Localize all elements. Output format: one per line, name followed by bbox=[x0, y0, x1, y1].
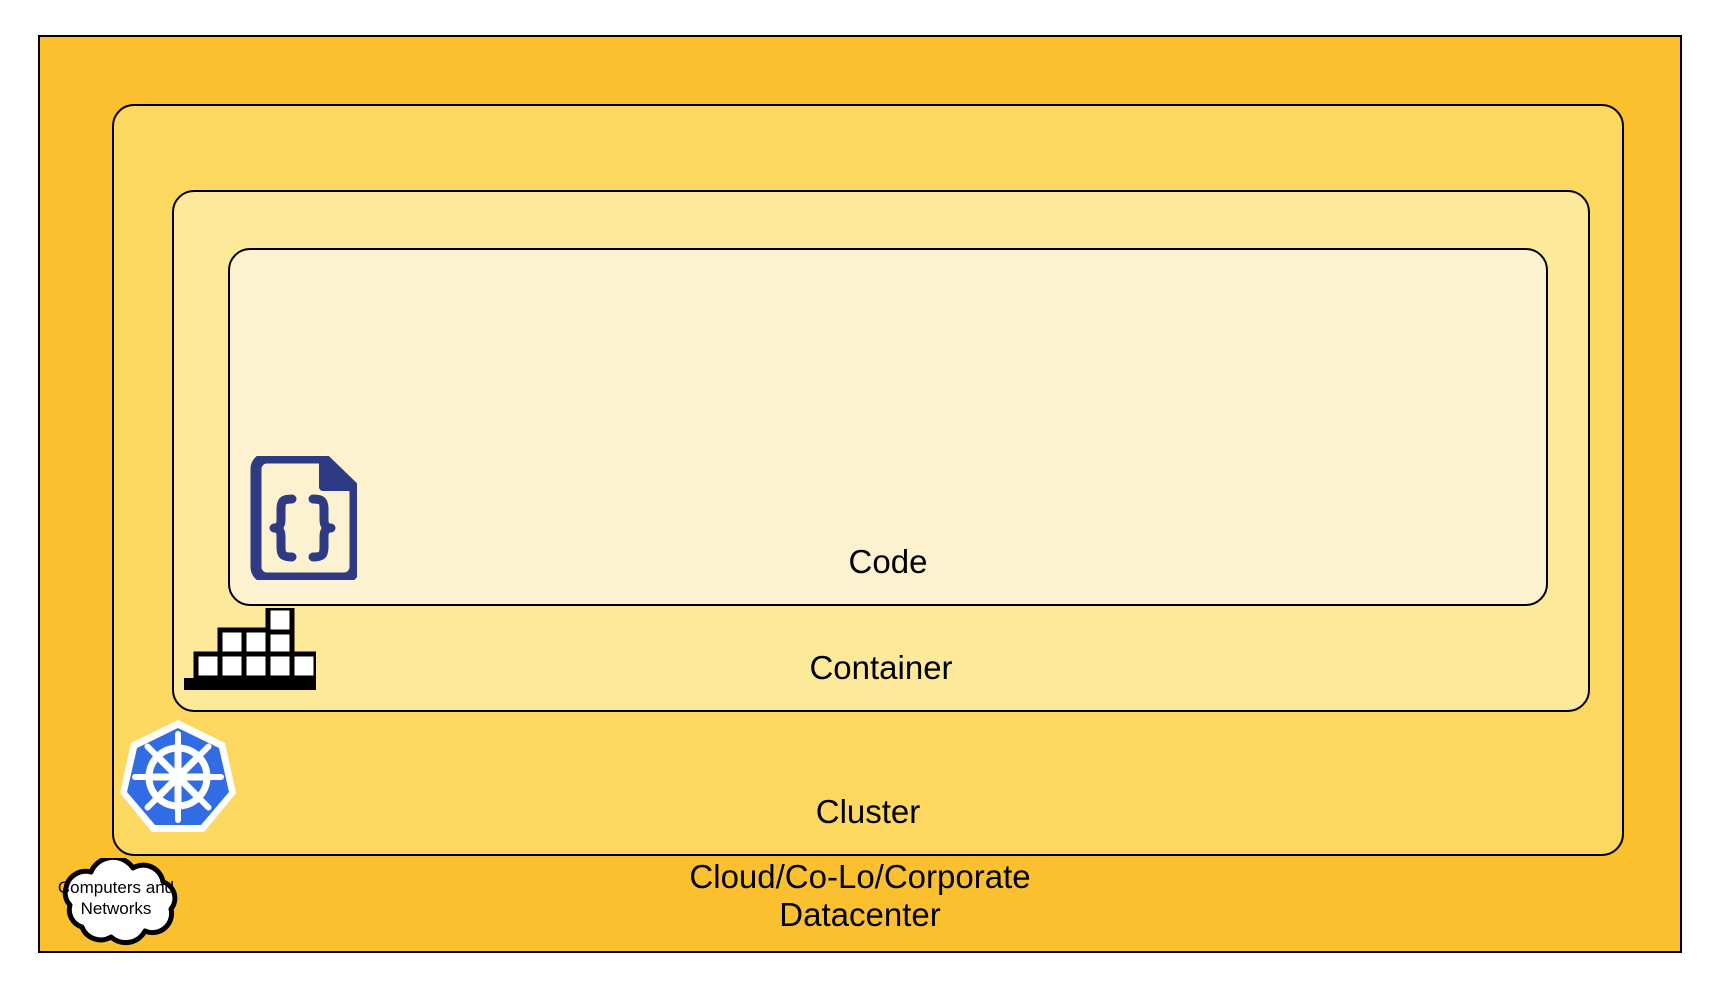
layer-datacenter-label: Cloud/Co-Lo/Corporate Datacenter bbox=[689, 857, 1031, 934]
kubernetes-helm-wheel-icon bbox=[120, 720, 236, 832]
stacked-blocks-icon bbox=[184, 608, 316, 690]
layer-container[interactable]: Container Code bbox=[172, 190, 1590, 712]
layer-datacenter[interactable]: Cloud/Co-Lo/Corporate Datacenter Cluster… bbox=[38, 35, 1682, 953]
cloud-computers-networks-shape bbox=[62, 858, 178, 946]
layer-code[interactable]: Code bbox=[228, 248, 1548, 606]
layer-container-label: Container bbox=[809, 649, 953, 687]
layer-code-label: Code bbox=[848, 543, 928, 581]
layer-cluster-label: Cluster bbox=[815, 793, 921, 831]
code-file-braces-icon bbox=[250, 456, 357, 580]
